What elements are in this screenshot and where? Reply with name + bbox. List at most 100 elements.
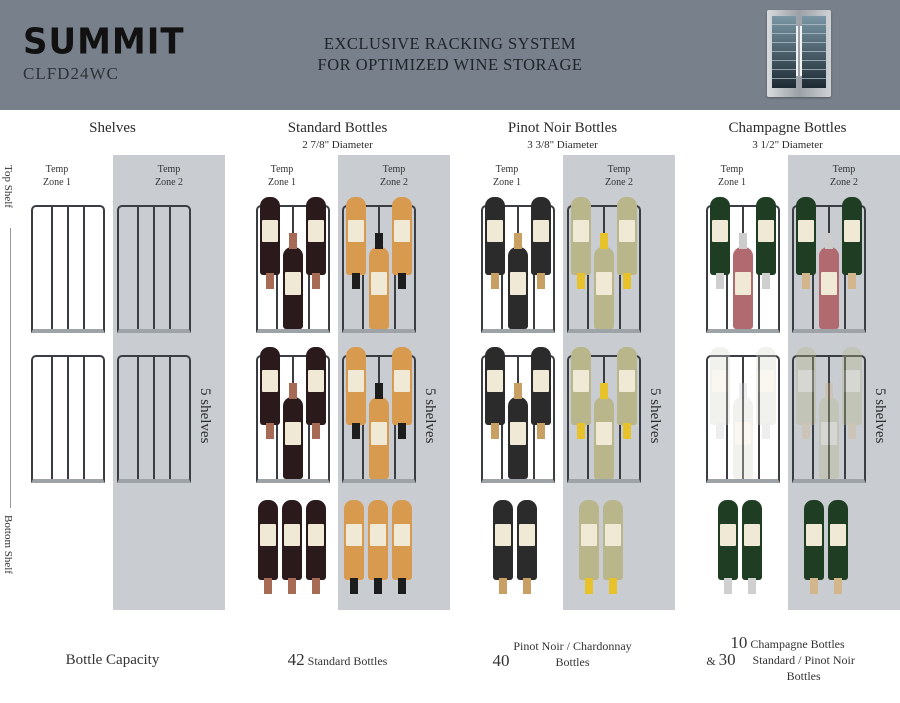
bottle-neck — [312, 578, 320, 594]
bottle-label — [744, 524, 760, 547]
wine-bottle — [819, 383, 839, 479]
wine-bottle — [368, 500, 388, 594]
bottle-neck — [762, 273, 770, 289]
wine-bottle — [594, 383, 614, 479]
bottle-neck — [609, 578, 617, 594]
bottom-shelf-label: Bottom Shelf — [2, 515, 14, 574]
bottle-label — [830, 524, 846, 547]
wine-bottle — [369, 233, 389, 329]
section-subtitle-pinot: 3 3/8" Diameter — [527, 139, 598, 151]
wine-bottle — [710, 347, 730, 439]
shelf-count-label: 5 shelves — [197, 388, 213, 444]
section-subtitle-champagne: 3 1/2" Diameter — [752, 139, 823, 151]
capacity-number: 42 — [287, 650, 305, 669]
bottle-label — [596, 271, 612, 295]
wine-bottle — [819, 233, 839, 329]
bottle-label — [394, 220, 410, 243]
bottle-label — [371, 421, 387, 445]
bottle-neck — [514, 383, 522, 399]
bottle-neck — [716, 273, 724, 289]
door-handle — [800, 26, 802, 76]
bottle-label — [346, 524, 362, 547]
bottle-label — [596, 421, 612, 445]
bottle-neck — [289, 233, 297, 249]
bottle-label — [308, 370, 324, 393]
bottle-label — [533, 370, 549, 393]
bottle-neck — [802, 273, 810, 289]
shelf-axis-line — [10, 228, 11, 508]
bottle-neck — [600, 383, 608, 399]
shelf-count-label: 5 shelves — [872, 388, 888, 444]
rack-bar — [83, 357, 85, 479]
wine-bottle — [733, 233, 753, 329]
bottle-label — [394, 524, 410, 547]
bottle-label — [581, 524, 597, 547]
section-subtitle-standard: 2 7/8" Diameter — [302, 139, 373, 151]
bottle-neck — [398, 273, 406, 289]
wine-bottle — [369, 383, 389, 479]
rack-bar — [137, 207, 139, 329]
capacity-text: Champagne Bottles — [750, 637, 845, 651]
rack-bar — [726, 357, 728, 479]
rack-bar — [844, 357, 846, 479]
headline: EXCLUSIVE RACKING SYSTEM FOR OPTIMIZED W… — [270, 33, 630, 75]
wine-bottle — [493, 500, 513, 594]
left-door — [772, 16, 796, 88]
bottle-label — [533, 220, 549, 243]
bottle-label — [735, 271, 751, 295]
bottle-label — [284, 524, 300, 547]
capacity-number: 40 — [492, 651, 510, 670]
bottle-label — [262, 370, 278, 393]
bottle-label — [308, 524, 324, 547]
bottle-label — [573, 370, 589, 393]
section-title-pinot: Pinot Noir Bottles — [507, 120, 618, 136]
wine-bottle — [485, 197, 505, 289]
bottle-label — [487, 220, 503, 243]
wine-bottle — [306, 347, 326, 439]
wine-bottle — [796, 197, 816, 289]
bottle-neck — [523, 578, 531, 594]
wine-bottle — [594, 233, 614, 329]
wine-bottle — [517, 500, 537, 594]
rack-bar — [51, 357, 53, 479]
bottle-neck — [585, 578, 593, 594]
wine-bottle — [508, 233, 528, 329]
bottle-neck — [375, 233, 383, 249]
wine-bottle — [283, 233, 303, 329]
rack-bar — [758, 357, 760, 479]
bottle-neck — [266, 423, 274, 439]
bottle-neck — [312, 273, 320, 289]
wine-bottle — [346, 197, 366, 289]
bottle-label — [821, 271, 837, 295]
wine-bottle — [571, 197, 591, 289]
wine-bottle — [531, 347, 551, 439]
bottle-label — [519, 524, 535, 547]
wine-bottle — [392, 197, 412, 289]
bottle-label — [510, 421, 526, 445]
bottle-neck — [537, 273, 545, 289]
bottle-label — [821, 421, 837, 445]
bottle-label — [758, 220, 774, 243]
bottle-label — [712, 220, 728, 243]
rack-bar — [137, 357, 139, 479]
wine-bottle — [260, 197, 280, 289]
wine-bottle — [742, 500, 762, 594]
bottle-neck — [350, 578, 358, 594]
capacity-number: 10 — [730, 633, 748, 652]
bottle-neck — [289, 383, 297, 399]
wine-rack-shelf — [792, 355, 866, 483]
bottle-neck — [848, 423, 856, 439]
bottle-neck — [834, 578, 842, 594]
capacity-pinot: 40 Pinot Noir / Chardonnay Bottles — [450, 638, 675, 670]
wine-bottle — [617, 347, 637, 439]
bottle-neck — [716, 423, 724, 439]
bottle-neck — [499, 578, 507, 594]
wine-bottle — [710, 197, 730, 289]
bottle-label — [285, 421, 301, 445]
bottle-label — [260, 524, 276, 547]
section-title-standard: Standard Bottles — [287, 120, 388, 136]
